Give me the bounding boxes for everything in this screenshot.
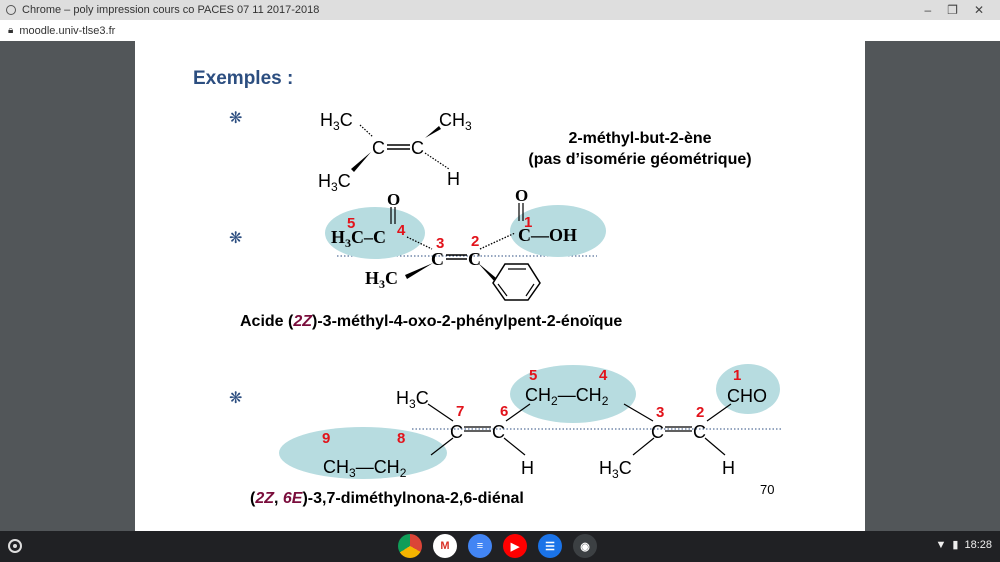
shelf-apps: M ≡ ▶ ☰ ◉ bbox=[398, 534, 597, 558]
ex1-h3c-bottom: H3C bbox=[318, 171, 351, 194]
ex2-o-left: O bbox=[387, 190, 400, 209]
url-text[interactable]: moodle.univ-tlse3.fr bbox=[19, 24, 116, 37]
ex2-c2: C bbox=[468, 249, 481, 269]
ex3-c2: C bbox=[693, 422, 706, 442]
ex3-locant-9: 9 bbox=[322, 430, 330, 447]
ex2-locant-4: 4 bbox=[397, 222, 406, 239]
ex2-h3c-bottom: H3C bbox=[365, 268, 398, 291]
ex3-h3c-bottom: H3C bbox=[599, 458, 632, 481]
address-bar[interactable]: 🔒︎ moodle.univ-tlse3.fr bbox=[0, 20, 1000, 42]
ex3-highlight-ch3ch2 bbox=[279, 427, 447, 479]
close-icon[interactable]: ✕ bbox=[973, 3, 984, 17]
gmail-icon[interactable]: M bbox=[433, 534, 457, 558]
slide-page: Exemples : ❋ ❋ ❋ H3C CH3 H3C H C C 2-mét… bbox=[135, 41, 865, 531]
messages-icon[interactable]: ☰ bbox=[538, 534, 562, 558]
bullet-icon: ❋ bbox=[229, 230, 242, 247]
ex3-locant-7: 7 bbox=[456, 403, 464, 420]
example2-structure: O O H3C–C C—OH C C H3C bbox=[325, 186, 606, 301]
ex1-dash-bond bbox=[424, 152, 450, 170]
ex3-cho: CHO bbox=[727, 386, 767, 406]
bullet-icon: ❋ bbox=[229, 110, 242, 127]
ex1-name-line1: 2-méthyl-but-2-ène bbox=[568, 130, 711, 147]
launcher-icon[interactable] bbox=[8, 539, 22, 553]
docs-icon[interactable]: ≡ bbox=[468, 534, 492, 558]
ex2-name: Acide (2Z)-3-méthyl-4-oxo-2-phénylpent-2… bbox=[240, 313, 622, 330]
ex3-ch3ch2: CH3—CH2 bbox=[323, 457, 407, 480]
example3-structure: H3C CH2—CH2 CHO C C C C H H bbox=[279, 364, 781, 481]
ex1-h3c-top: H3C bbox=[320, 110, 353, 133]
ex1-wedge-bond bbox=[425, 126, 441, 138]
lock-icon: 🔒︎ bbox=[8, 25, 14, 36]
ex3-locant-1: 1 bbox=[733, 367, 741, 384]
ex3-highlight-cho bbox=[716, 364, 780, 414]
slide-canvas: Exemples : ❋ ❋ ❋ H3C CH3 H3C H C C 2-mét… bbox=[193, 68, 781, 507]
camera-icon[interactable]: ◉ bbox=[573, 534, 597, 558]
pdf-viewer[interactable]: Exemples : ❋ ❋ ❋ H3C CH3 H3C H C C 2-mét… bbox=[0, 41, 1000, 531]
ex3-c7: C bbox=[450, 422, 463, 442]
ex3-h-right: H bbox=[722, 458, 735, 478]
ex1-dash-bond bbox=[359, 124, 374, 138]
restore-icon[interactable]: ❐ bbox=[947, 3, 958, 17]
bullet-icon: ❋ bbox=[229, 390, 242, 407]
ex3-h3c-top: H3C bbox=[396, 388, 429, 411]
phenyl-ring bbox=[492, 263, 541, 301]
ex1-name-line2: (pas d’isomérie géométrique) bbox=[528, 151, 751, 168]
ex3-locant-8: 8 bbox=[397, 430, 405, 447]
ex3-h-left: H bbox=[521, 458, 534, 478]
ex3-locant-6: 6 bbox=[500, 403, 508, 420]
ex1-wedge-bond bbox=[351, 152, 371, 172]
ex1-h: H bbox=[447, 169, 460, 189]
os-shelf: M ≡ ▶ ☰ ◉ ▼ ▮ 18:28 bbox=[0, 531, 1000, 562]
ex3-ch2ch2: CH2—CH2 bbox=[525, 385, 609, 408]
ex2-o-right: O bbox=[515, 186, 528, 205]
ex2-locant-5: 5 bbox=[347, 215, 355, 232]
page-number: 70 bbox=[760, 482, 774, 497]
window-title: Chrome – poly impression cours co PACES … bbox=[22, 4, 320, 16]
ex1-c-right: C bbox=[411, 138, 424, 158]
youtube-icon[interactable]: ▶ bbox=[503, 534, 527, 558]
ex2-highlight-right bbox=[510, 205, 606, 257]
wifi-icon: ▼ bbox=[935, 538, 947, 551]
ex2-locant-1: 1 bbox=[524, 214, 532, 231]
ex2-locant-3: 3 bbox=[436, 235, 444, 252]
ex2-h3c-c: H3C–C bbox=[331, 227, 386, 250]
clock: 18:28 bbox=[964, 538, 992, 551]
ex3-c3: C bbox=[651, 422, 664, 442]
ex1-ch3-top: CH3 bbox=[439, 110, 472, 133]
ex3-locant-4: 4 bbox=[599, 367, 608, 384]
battery-icon: ▮ bbox=[952, 539, 959, 551]
example1-structure: H3C CH3 H3C H C C bbox=[318, 110, 472, 194]
ex2-locant-2: 2 bbox=[471, 233, 479, 250]
chrome-icon[interactable] bbox=[398, 534, 422, 558]
ex2-highlight-left bbox=[325, 207, 425, 259]
ex3-c6: C bbox=[492, 422, 505, 442]
ex2-cooh: C—OH bbox=[518, 225, 577, 245]
ex2-c3: C bbox=[431, 249, 444, 269]
minimize-icon[interactable]: – bbox=[924, 3, 932, 17]
ex3-locant-3: 3 bbox=[656, 404, 664, 421]
system-tray[interactable]: ▼ ▮ 18:28 bbox=[935, 538, 992, 552]
ex3-name: (2Z, 6E)-3,7-diméthylnona-2,6-diénal bbox=[250, 490, 524, 507]
window-titlebar: Chrome – poly impression cours co PACES … bbox=[0, 0, 1000, 20]
chrome-favicon-icon bbox=[6, 5, 16, 15]
ex3-locant-5: 5 bbox=[529, 367, 537, 384]
ex3-locant-2: 2 bbox=[696, 404, 704, 421]
slide-heading: Exemples : bbox=[193, 68, 293, 89]
ex1-c-left: C bbox=[372, 138, 385, 158]
ex3-highlight-ch2ch2 bbox=[510, 365, 636, 423]
